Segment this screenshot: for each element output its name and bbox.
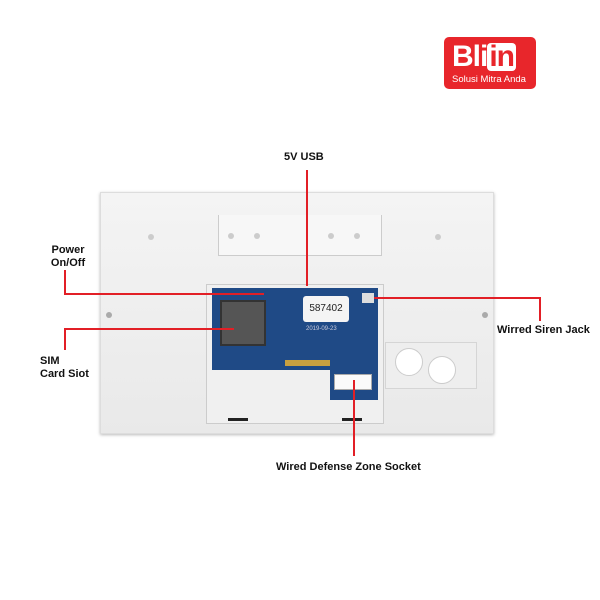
label-siren-jack: Wirred Siren Jack — [497, 324, 590, 336]
bracket-hole — [328, 233, 334, 239]
siren-callout-line — [539, 297, 541, 321]
cable-opening — [428, 356, 456, 384]
brand-logo: Bliin Solusi Mitra Anda — [444, 37, 536, 89]
cable-opening — [395, 348, 423, 376]
label-card-slot: Card Siot — [40, 368, 89, 380]
bracket-hole — [254, 233, 260, 239]
label-defense-zone: Wired Defense Zone Socket — [276, 461, 421, 473]
siren-callout-line — [374, 297, 540, 299]
zone-callout-line — [353, 380, 355, 456]
screw-hole — [148, 234, 154, 240]
sim-card-slot — [220, 300, 266, 346]
sim-callout-line — [64, 328, 234, 330]
power-callout-line — [64, 270, 66, 294]
siren-jack — [362, 293, 374, 303]
label-power: Power — [51, 244, 85, 256]
screw — [482, 312, 488, 318]
board-date: 2019-09-23 — [306, 326, 337, 332]
logo-text-box: in — [487, 40, 517, 73]
usb-callout-line — [306, 170, 308, 286]
logo-text: Bli — [452, 40, 488, 73]
sim-callout-line — [64, 328, 66, 350]
ribbon-connector — [285, 360, 330, 366]
clip — [228, 418, 248, 421]
logo-tagline: Solusi Mitra Anda — [452, 74, 526, 85]
serial-sticker: 587402 — [303, 296, 349, 322]
label-on-off: On/Off — [50, 257, 86, 269]
label-5v-usb: 5V USB — [284, 151, 324, 163]
clip — [342, 418, 362, 421]
power-callout-line — [64, 293, 264, 295]
screw — [106, 312, 112, 318]
screw-hole — [435, 234, 441, 240]
label-sim: SIM — [40, 355, 60, 367]
bracket-hole — [228, 233, 234, 239]
bracket-hole — [354, 233, 360, 239]
